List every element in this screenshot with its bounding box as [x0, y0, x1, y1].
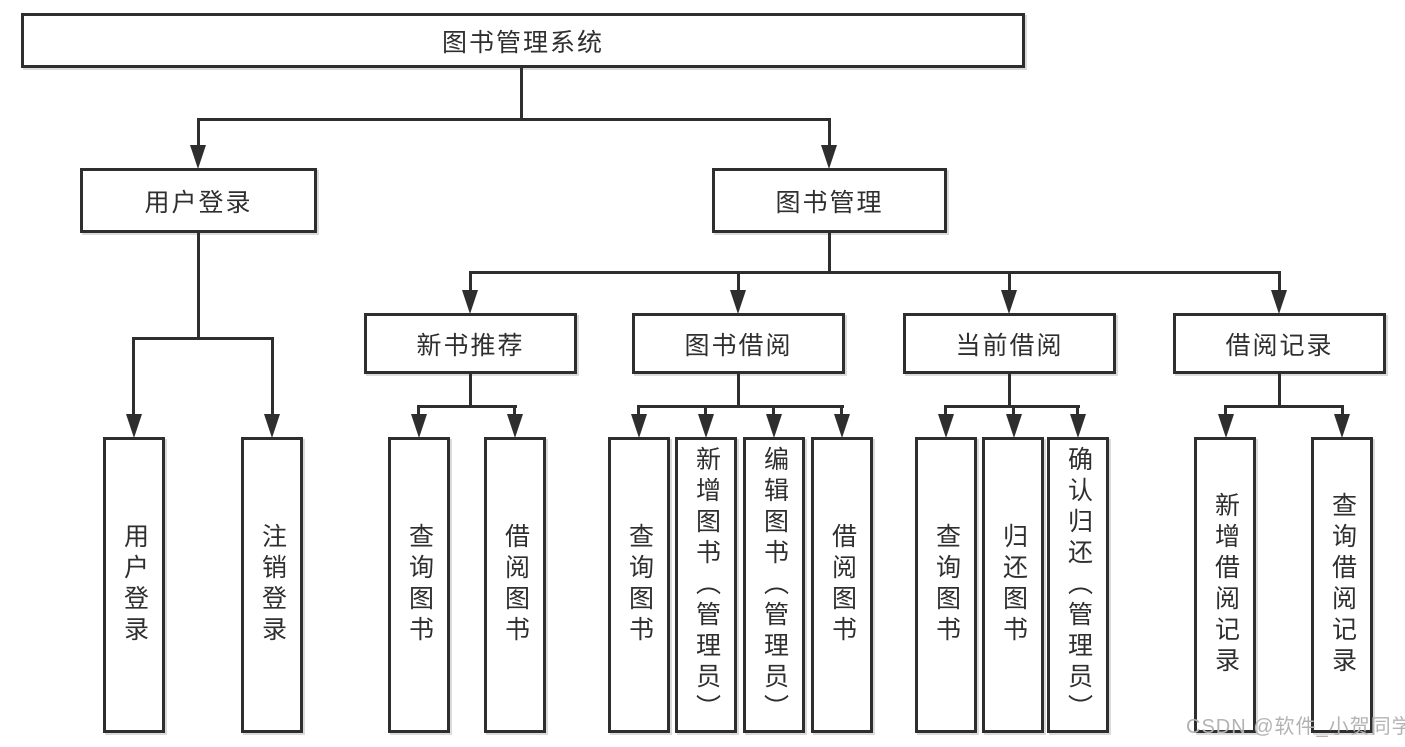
- arrow-down-icon: [766, 414, 782, 438]
- connector-to-borrowing-records: [1278, 271, 1281, 293]
- connector-leaf-stem: [513, 405, 516, 417]
- connector-book-borrowing-stem: [737, 374, 740, 407]
- leaf-add-book-admin: 新增图书（管理员）: [675, 437, 737, 733]
- arrow-down-icon: [821, 145, 837, 169]
- leaf-confirm-return-admin-label: 确认归还（管理员）: [1064, 445, 1093, 725]
- connector-root-stem: [520, 68, 523, 118]
- arrow-down-icon: [411, 414, 427, 438]
- leaf-return-books: 归还图书: [982, 437, 1044, 733]
- connector-to-leaf-logout: [271, 337, 274, 417]
- arrow-down-icon: [126, 414, 142, 438]
- connector-borrowing-records-stem: [1278, 374, 1281, 407]
- node-new-book-recommend: 新书推荐: [364, 313, 577, 374]
- connector-leaf-stem: [1012, 405, 1015, 417]
- leaf-borrow-books-2-label: 借阅图书: [828, 523, 857, 647]
- leaf-user-login-label: 用户登录: [120, 523, 149, 647]
- leaf-borrow-books-1-label: 借阅图书: [501, 523, 530, 647]
- arrow-down-icon: [462, 290, 478, 314]
- connector-leaf-stem: [772, 405, 775, 417]
- node-library-system-label: 图书管理系统: [441, 28, 604, 57]
- node-borrowing-records-label: 借阅记录: [1225, 331, 1334, 360]
- connector-to-user-login: [197, 118, 200, 148]
- connector-leaf-stem: [1224, 405, 1227, 417]
- node-library-system: 图书管理系统: [21, 13, 1025, 68]
- leaf-query-books-3: 查询图书: [915, 437, 977, 733]
- connector-leaf-stem: [704, 405, 707, 417]
- connector-to-new-book: [469, 271, 472, 293]
- arrow-down-icon: [631, 414, 647, 438]
- arrow-down-icon: [190, 145, 206, 169]
- connector-borrowing-records-split: [1224, 405, 1344, 408]
- connector-to-current-borrowing: [1008, 271, 1011, 293]
- connector-to-book-borrowing: [737, 271, 740, 293]
- leaf-return-books-label: 归还图书: [999, 523, 1028, 647]
- connector-leaf-stem: [1341, 405, 1344, 417]
- leaf-logout: 注销登录: [241, 437, 303, 733]
- connector-user-login-split: [132, 337, 274, 340]
- arrow-down-icon: [507, 414, 523, 438]
- connector-book-management-stem: [828, 232, 831, 272]
- connector-leaf-stem: [1076, 405, 1079, 417]
- arrow-down-icon: [264, 414, 280, 438]
- leaf-add-borrow-record-label: 新增借阅记录: [1211, 492, 1240, 678]
- connector-to-leaf-user-login: [132, 337, 135, 417]
- leaf-edit-book-admin-label: 编辑图书（管理员）: [760, 445, 789, 725]
- leaf-user-login: 用户登录: [103, 437, 165, 733]
- arrow-down-icon: [1218, 414, 1234, 438]
- leaf-edit-book-admin: 编辑图书（管理员）: [743, 437, 805, 733]
- leaf-query-books-1-label: 查询图书: [405, 523, 434, 647]
- leaf-borrow-books-2: 借阅图书: [811, 437, 873, 733]
- leaf-query-books-2: 查询图书: [608, 437, 670, 733]
- arrow-down-icon: [730, 290, 746, 314]
- connector-level3-split: [469, 271, 1281, 274]
- leaf-add-borrow-record: 新增借阅记录: [1194, 437, 1256, 733]
- arrow-down-icon: [1070, 414, 1086, 438]
- connector-to-book-management: [828, 118, 831, 148]
- arrow-down-icon: [834, 414, 850, 438]
- connector-new-book-stem: [469, 374, 472, 407]
- node-borrowing-records: 借阅记录: [1173, 313, 1386, 374]
- node-user-login-label: 用户登录: [144, 188, 253, 217]
- leaf-confirm-return-admin: 确认归还（管理员）: [1047, 437, 1109, 733]
- arrow-down-icon: [698, 414, 714, 438]
- leaf-logout-label: 注销登录: [258, 523, 287, 647]
- node-book-management: 图书管理: [712, 168, 947, 233]
- leaf-query-books-1: 查询图书: [388, 437, 450, 733]
- leaf-query-borrow-record: 查询借阅记录: [1311, 437, 1373, 733]
- connector-current-borrowing-stem: [1008, 374, 1011, 407]
- arrow-down-icon: [1334, 414, 1350, 438]
- leaf-query-books-3-label: 查询图书: [932, 523, 961, 647]
- connector-leaf-stem: [637, 405, 640, 417]
- connector-leaf-stem: [840, 405, 843, 417]
- connector-level2-split: [197, 118, 831, 121]
- node-book-borrowing-label: 图书借阅: [684, 331, 793, 360]
- connector-leaf-stem: [417, 405, 420, 417]
- connector-new-book-split: [417, 405, 517, 408]
- connector-user-login-stem: [197, 232, 200, 337]
- node-current-borrowing-label: 当前借阅: [955, 331, 1064, 360]
- leaf-borrow-books-1: 借阅图书: [484, 437, 546, 733]
- arrow-down-icon: [1271, 290, 1287, 314]
- node-current-borrowing: 当前借阅: [903, 313, 1116, 374]
- leaf-add-book-admin-label: 新增图书（管理员）: [692, 445, 721, 725]
- node-new-book-recommend-label: 新书推荐: [416, 331, 525, 360]
- connector-leaf-stem: [944, 405, 947, 417]
- leaf-query-borrow-record-label: 查询借阅记录: [1328, 492, 1357, 678]
- arrow-down-icon: [938, 414, 954, 438]
- arrow-down-icon: [1006, 414, 1022, 438]
- arrow-down-icon: [1001, 290, 1017, 314]
- node-book-management-label: 图书管理: [775, 188, 884, 217]
- node-book-borrowing: 图书借阅: [632, 313, 845, 374]
- watermark-text: CSDN @软件_小贺同学: [1186, 716, 1405, 738]
- node-user-login: 用户登录: [80, 168, 317, 233]
- leaf-query-books-2-label: 查询图书: [625, 523, 654, 647]
- connector-book-borrowing-split: [637, 405, 844, 408]
